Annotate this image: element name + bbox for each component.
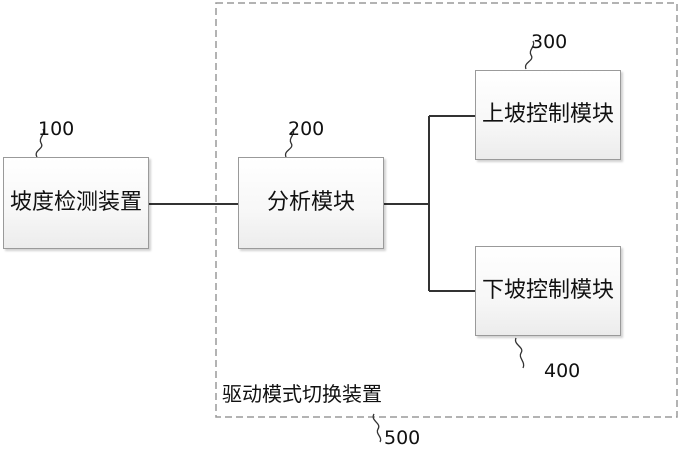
uphill-control-label: 上坡控制模块	[482, 97, 614, 133]
ref-300: 300	[531, 31, 567, 53]
slope-detector-label: 坡度检测装置	[10, 185, 142, 221]
downhill-control-box: 下坡控制模块	[475, 246, 621, 336]
uphill-control-box: 上坡控制模块	[475, 70, 621, 160]
ref-100: 100	[38, 118, 74, 140]
ref-500: 500	[384, 427, 420, 449]
leader-400	[516, 338, 524, 368]
downhill-control-label: 下坡控制模块	[482, 273, 614, 309]
ref-200: 200	[288, 118, 324, 140]
leader-500	[373, 414, 381, 442]
ref-400: 400	[544, 360, 580, 382]
analysis-module-label: 分析模块	[267, 185, 355, 221]
slope-detector-box: 坡度检测装置	[3, 157, 149, 249]
container-label: 驱动模式切换装置	[222, 378, 382, 407]
analysis-module-box: 分析模块	[238, 157, 384, 249]
